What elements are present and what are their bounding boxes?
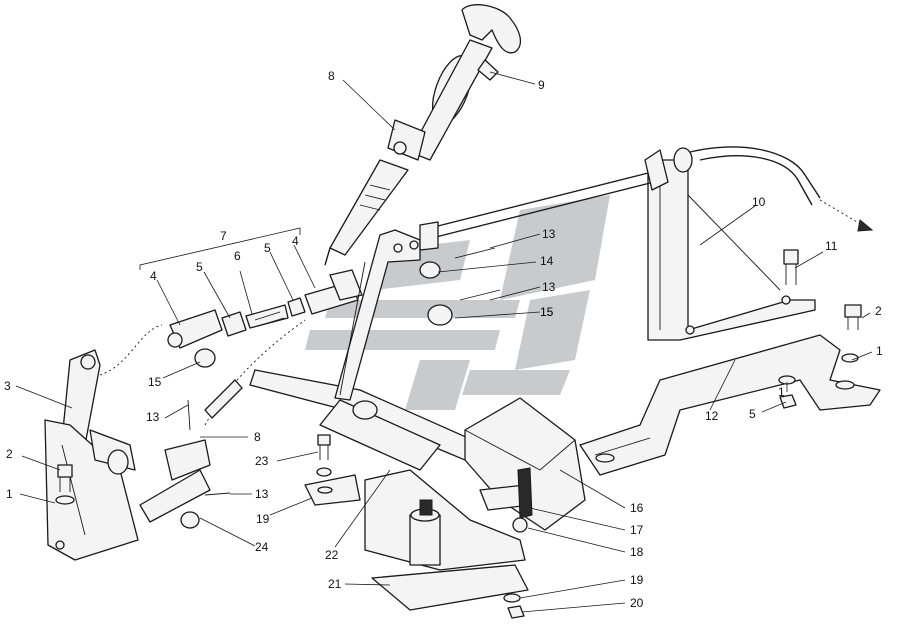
callout-15-top: 15 <box>540 305 554 319</box>
callout-15-left: 15 <box>540 305 554 319</box>
callout-13-lower: 13 <box>255 487 269 501</box>
callout-5-left: 5 <box>196 260 203 274</box>
callout-9: 9 <box>538 78 545 92</box>
callout-7-bracket <box>139 227 301 270</box>
callout-13-mid: 13 <box>542 280 556 294</box>
fasteners <box>55 247 862 619</box>
callout-12: 12 <box>705 409 719 423</box>
callout-10: 10 <box>752 195 766 209</box>
callout-7: 7 <box>220 229 227 243</box>
callout-15-mid: 15 <box>148 375 162 389</box>
callout-19-right: 19 <box>630 573 644 587</box>
callout-2-right: 2 <box>875 304 882 318</box>
callout-19-left: 19 <box>256 512 270 526</box>
linkage-path-left <box>99 324 163 376</box>
callout-8-top: 8 <box>328 69 335 83</box>
pull-rod <box>429 169 661 229</box>
housing-16 <box>464 397 586 533</box>
callout-4-left: 4 <box>150 269 157 283</box>
callout-13-top: 13 <box>542 227 556 241</box>
callout-24: 24 <box>255 540 269 554</box>
callout-4-right: 4 <box>292 234 299 248</box>
callout-1-right: 1 <box>876 344 883 358</box>
callout-14: 14 <box>540 254 554 268</box>
callout-5-bottom: 5 <box>749 407 756 421</box>
lever-3 <box>44 349 211 561</box>
callout-16: 16 <box>630 501 644 515</box>
callout-6: 6 <box>234 249 241 263</box>
callout-17: 17 <box>630 523 644 537</box>
callout-20: 20 <box>630 596 644 610</box>
leader-lines <box>15 71 873 613</box>
callout-23: 23 <box>255 454 269 468</box>
hand-lever-8 <box>324 4 522 266</box>
callout-8-mid: 8 <box>254 430 261 444</box>
bracket-10 <box>647 147 816 341</box>
callout-21: 21 <box>328 577 342 591</box>
callout-3: 3 <box>4 379 11 393</box>
callout-5-right: 5 <box>264 241 271 255</box>
callout-13-left: 13 <box>146 410 160 424</box>
crossmember-12 <box>579 334 881 476</box>
callout-11: 11 <box>825 239 838 253</box>
callout-2-left: 2 <box>6 447 13 461</box>
callout-1-left: 1 <box>6 487 13 501</box>
cable <box>689 146 821 199</box>
callout-18: 18 <box>630 545 644 559</box>
callout-22: 22 <box>325 548 339 562</box>
callout-labels: 1 1 1 2 2 3 4 4 5 5 5 6 7 8 8 9 10 11 12… <box>4 69 883 610</box>
base-21 <box>364 469 529 611</box>
callout-1-mid: 1 <box>778 385 785 399</box>
